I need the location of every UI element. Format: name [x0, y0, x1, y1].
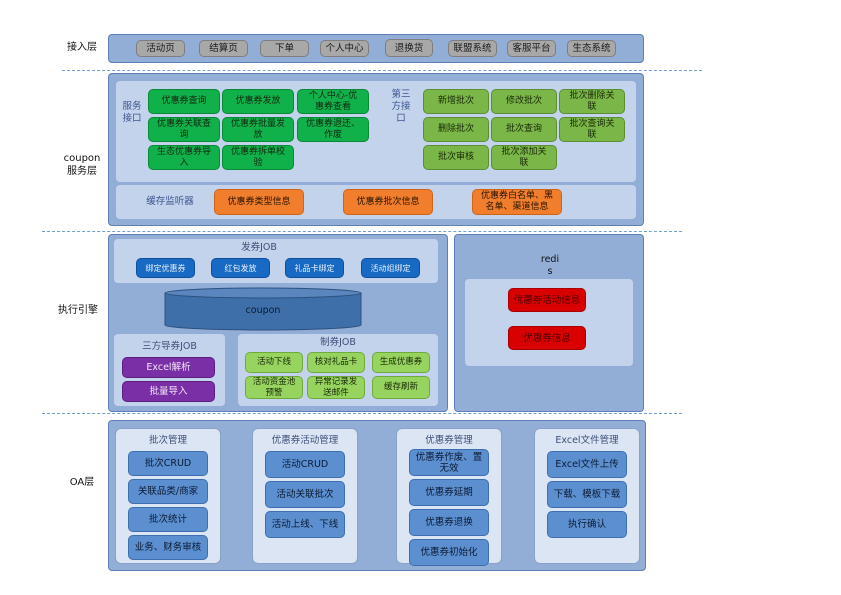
- fund-pool-warning-button[interactable]: 活动资金池 预警: [245, 376, 303, 399]
- third-import-job-title: 三方导券JOB: [142, 341, 197, 352]
- batch-query-button[interactable]: 批次查询: [491, 117, 557, 142]
- activity-offline-button[interactable]: 活动下线: [245, 352, 303, 373]
- excel-parse-button[interactable]: Excel解析: [122, 357, 215, 378]
- engine-left-panel: 发券JOB 绑定优惠券 红包发放 礼品卡绑定 活动组绑定 coupon 三方导券…: [108, 234, 448, 412]
- coupon-query-button[interactable]: 优惠券查询: [148, 89, 220, 114]
- red-packet-issue-button[interactable]: 红包发放: [211, 258, 270, 278]
- coupon-init-button[interactable]: 优惠券初始化: [409, 539, 489, 566]
- service-interface-label: 服务 接口: [122, 101, 142, 124]
- batch-management-title: 批次管理: [148, 435, 187, 446]
- coupon-exchange-button[interactable]: 优惠券退换: [409, 509, 489, 536]
- coupon-batch-info-button[interactable]: 优惠券批次信息: [343, 189, 433, 215]
- access-item-activity-page[interactable]: 活动页: [136, 40, 185, 57]
- service-interface-box: 服务 接口 优惠券查询 优惠券发放 个人中心-优 惠券查看 优惠券关联查 询 优…: [116, 81, 636, 182]
- coupon-void-invalidate-button[interactable]: 优惠券作废、置 无效: [409, 449, 489, 476]
- separator-line: [42, 231, 682, 232]
- separator-line: [42, 413, 682, 414]
- third-import-job-box: 三方导券JOB Excel解析 批量导入: [114, 334, 225, 406]
- batch-crud-button[interactable]: 批次CRUD: [128, 451, 208, 476]
- batch-review-button[interactable]: 批次审核: [423, 145, 489, 170]
- add-batch-button[interactable]: 新增批次: [423, 89, 489, 114]
- redis-coupon-info-button[interactable]: 优惠券信息: [508, 326, 586, 350]
- coupon-extend-button[interactable]: 优惠券延期: [409, 479, 489, 506]
- batch-delete-link-button[interactable]: 批次删除关 联: [559, 89, 625, 114]
- coupon-batch-issue-button[interactable]: 优惠券批量发 放: [222, 117, 294, 142]
- access-item-checkout-page[interactable]: 结算页: [199, 40, 248, 57]
- excel-upload-button[interactable]: Excel文件上传: [547, 451, 627, 478]
- coupon-database-label: coupon: [245, 305, 281, 316]
- access-item-order[interactable]: 下单: [260, 40, 309, 57]
- batch-query-link-button[interactable]: 批次查询关 联: [559, 117, 625, 142]
- layer-label-oa: OA层: [69, 477, 95, 488]
- redis-title: redi s: [540, 254, 560, 277]
- bind-coupon-button[interactable]: 绑定优惠券: [136, 258, 195, 278]
- activity-online-offline-button[interactable]: 活动上线、下线: [265, 511, 345, 538]
- activity-management-box: 优惠券活动管理 活动CRUD 活动关联批次 活动上线、下线: [252, 428, 358, 564]
- excel-management-box: Excel文件管理 Excel文件上传 下载、模板下载 执行确认: [534, 428, 640, 564]
- issue-job-title: 发券JOB: [241, 242, 277, 253]
- activity-crud-button[interactable]: 活动CRUD: [265, 451, 345, 478]
- edit-batch-button[interactable]: 修改批次: [491, 89, 557, 114]
- excel-management-title: Excel文件管理: [555, 435, 619, 446]
- database-cylinder-icon: [164, 287, 362, 331]
- make-job-box: 制券JOB 活动下线 核对礼品卡 生成优惠券 活动资金池 预警 异常记录发 送邮…: [238, 334, 438, 406]
- template-download-button[interactable]: 下载、模板下载: [547, 481, 627, 508]
- coupon-management-box: 优惠券管理 优惠券作废、置 无效 优惠券延期 优惠券退换 优惠券初始化: [396, 428, 502, 566]
- cache-listener-box: 缓存监听器 优惠券类型信息 优惠券批次信息 优惠券白名单、黑 名单、渠道信息: [116, 185, 636, 219]
- batch-management-box: 批次管理 批次CRUD 关联品类/商家 批次统计 业务、财务审核: [115, 428, 221, 564]
- issue-job-box: 发券JOB 绑定优惠券 红包发放 礼品卡绑定 活动组绑定: [114, 239, 438, 283]
- layer-label-access: 接入层: [67, 42, 97, 53]
- activity-management-title: 优惠券活动管理: [271, 435, 339, 446]
- layer-label-engine: 执行引擎: [58, 305, 98, 316]
- coupon-database-icon: coupon: [164, 287, 362, 331]
- access-item-returns[interactable]: 退换货: [385, 39, 433, 57]
- activity-group-bind-button[interactable]: 活动组绑定: [361, 258, 420, 278]
- access-layer-panel: 活动页 结算页 下单 个人中心 退换货 联盟系统 客服平台 生态系统: [108, 34, 644, 63]
- access-item-alliance[interactable]: 联盟系统: [448, 40, 497, 57]
- coupon-split-check-button[interactable]: 优惠券拆单校 验: [222, 145, 294, 170]
- coupon-related-query-button[interactable]: 优惠券关联查 询: [148, 117, 220, 142]
- redis-inner-box: 优惠券活动信息 优惠券信息: [465, 279, 633, 366]
- access-item-ecosystem[interactable]: 生态系统: [567, 40, 616, 57]
- activity-link-batch-button[interactable]: 活动关联批次: [265, 481, 345, 508]
- user-center-coupon-view-button[interactable]: 个人中心-优 惠券查看: [297, 89, 369, 114]
- third-party-interface-label: 第三 方接 口: [391, 89, 411, 124]
- batch-add-link-button[interactable]: 批次添加关 联: [491, 145, 557, 170]
- exception-email-button[interactable]: 异常记录发 送邮件: [307, 376, 365, 399]
- eco-coupon-import-button[interactable]: 生态优惠券导 入: [148, 145, 220, 170]
- generate-coupon-button[interactable]: 生成优惠券: [372, 352, 430, 373]
- cache-listener-label: 缓存监听器: [146, 196, 194, 207]
- separator-line: [62, 70, 702, 71]
- batch-import-button[interactable]: 批量导入: [122, 381, 215, 402]
- access-item-customer-service[interactable]: 客服平台: [507, 40, 556, 57]
- access-item-user-center[interactable]: 个人中心: [320, 40, 369, 57]
- layer-label-coupon-service: coupon 服务层: [63, 153, 101, 177]
- redis-panel: redi s 优惠券活动信息 优惠券信息: [454, 234, 644, 412]
- delete-batch-button[interactable]: 删除批次: [423, 117, 489, 142]
- coupon-refund-void-button[interactable]: 优惠券退还、 作废: [297, 117, 369, 142]
- redis-activity-info-button[interactable]: 优惠券活动信息: [508, 288, 586, 312]
- oa-layer-panel: 批次管理 批次CRUD 关联品类/商家 批次统计 业务、财务审核 优惠券活动管理…: [108, 420, 646, 571]
- batch-statistics-button[interactable]: 批次统计: [128, 507, 208, 532]
- make-job-title: 制券JOB: [320, 337, 356, 348]
- link-category-merchant-button[interactable]: 关联品类/商家: [128, 479, 208, 504]
- business-finance-review-button[interactable]: 业务、财务审核: [128, 535, 208, 560]
- cache-refresh-button[interactable]: 缓存刷新: [372, 376, 430, 399]
- coupon-whitelist-info-button[interactable]: 优惠券白名单、黑 名单、渠道信息: [472, 189, 562, 215]
- execute-confirm-button[interactable]: 执行确认: [547, 511, 627, 538]
- coupon-management-title: 优惠券管理: [425, 435, 473, 446]
- coupon-issue-button[interactable]: 优惠券发放: [222, 89, 294, 114]
- gift-card-bind-button[interactable]: 礼品卡绑定: [285, 258, 344, 278]
- coupon-service-panel: 服务 接口 优惠券查询 优惠券发放 个人中心-优 惠券查看 优惠券关联查 询 优…: [108, 73, 644, 226]
- coupon-type-info-button[interactable]: 优惠券类型信息: [214, 189, 304, 215]
- check-gift-card-button[interactable]: 核对礼品卡: [307, 352, 365, 373]
